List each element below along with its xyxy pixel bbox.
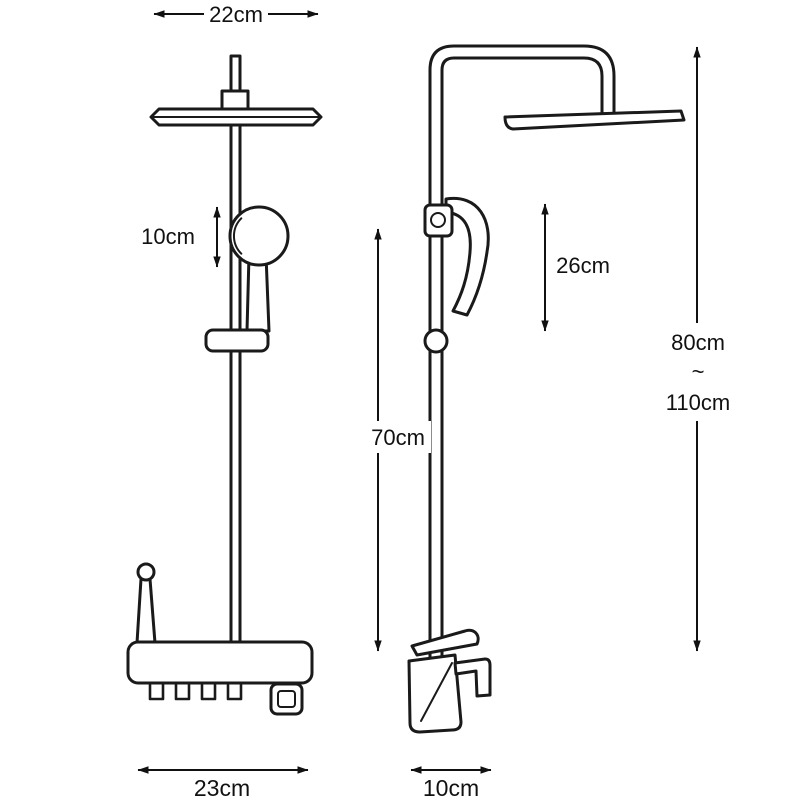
front-outlet (269, 682, 304, 716)
side-mixer-detail (420, 662, 453, 722)
side-view (407, 44, 686, 734)
dim-handset-side-label: 26cm (556, 253, 610, 278)
front-mixer-hooks (148, 681, 243, 701)
dimensions: 22cm 10cm 70cm 23cm 26cm 80cm ~ 110cm 10… (137, 1, 736, 800)
dim-handset-height-label: 10cm (141, 224, 195, 249)
front-view (126, 54, 323, 716)
front-hand-shower-detail (232, 217, 243, 255)
side-handset-holder (423, 203, 454, 238)
side-holder-ring (430, 212, 446, 228)
dim-mixer-width-label: 23cm (194, 775, 250, 800)
dim-bar-height-label: 70cm (371, 425, 425, 450)
dim-head-width-label: 22cm (209, 2, 263, 27)
front-outlet-inner (277, 690, 296, 708)
front-mixer-lever (135, 577, 157, 645)
side-hand-shower (444, 196, 490, 317)
front-mixer-lever-knob (136, 562, 156, 582)
front-slide-bracket (204, 328, 270, 353)
dim-mixer-depth-label: 10cm (423, 775, 479, 800)
side-mixer-spout (453, 657, 492, 698)
dim-overall-min-label: 80cm (671, 330, 725, 355)
front-riser-pipe (229, 54, 242, 664)
front-hand-shower-head (228, 205, 290, 267)
side-shower-plate (503, 109, 686, 131)
dim-overall-sep-label: ~ (692, 359, 705, 384)
dim-overall-height-mask (660, 323, 736, 421)
side-slide-knob (423, 328, 449, 354)
side-mixer-lever (410, 628, 480, 657)
dim-head-width-mask (204, 1, 268, 27)
side-riser-pipe-outer (428, 44, 616, 662)
front-mixer-body (126, 640, 314, 685)
side-riser-pipe-inner (440, 56, 604, 662)
dim-bar-height-mask (365, 421, 431, 453)
dim-overall-max-label: 110cm (666, 390, 730, 415)
